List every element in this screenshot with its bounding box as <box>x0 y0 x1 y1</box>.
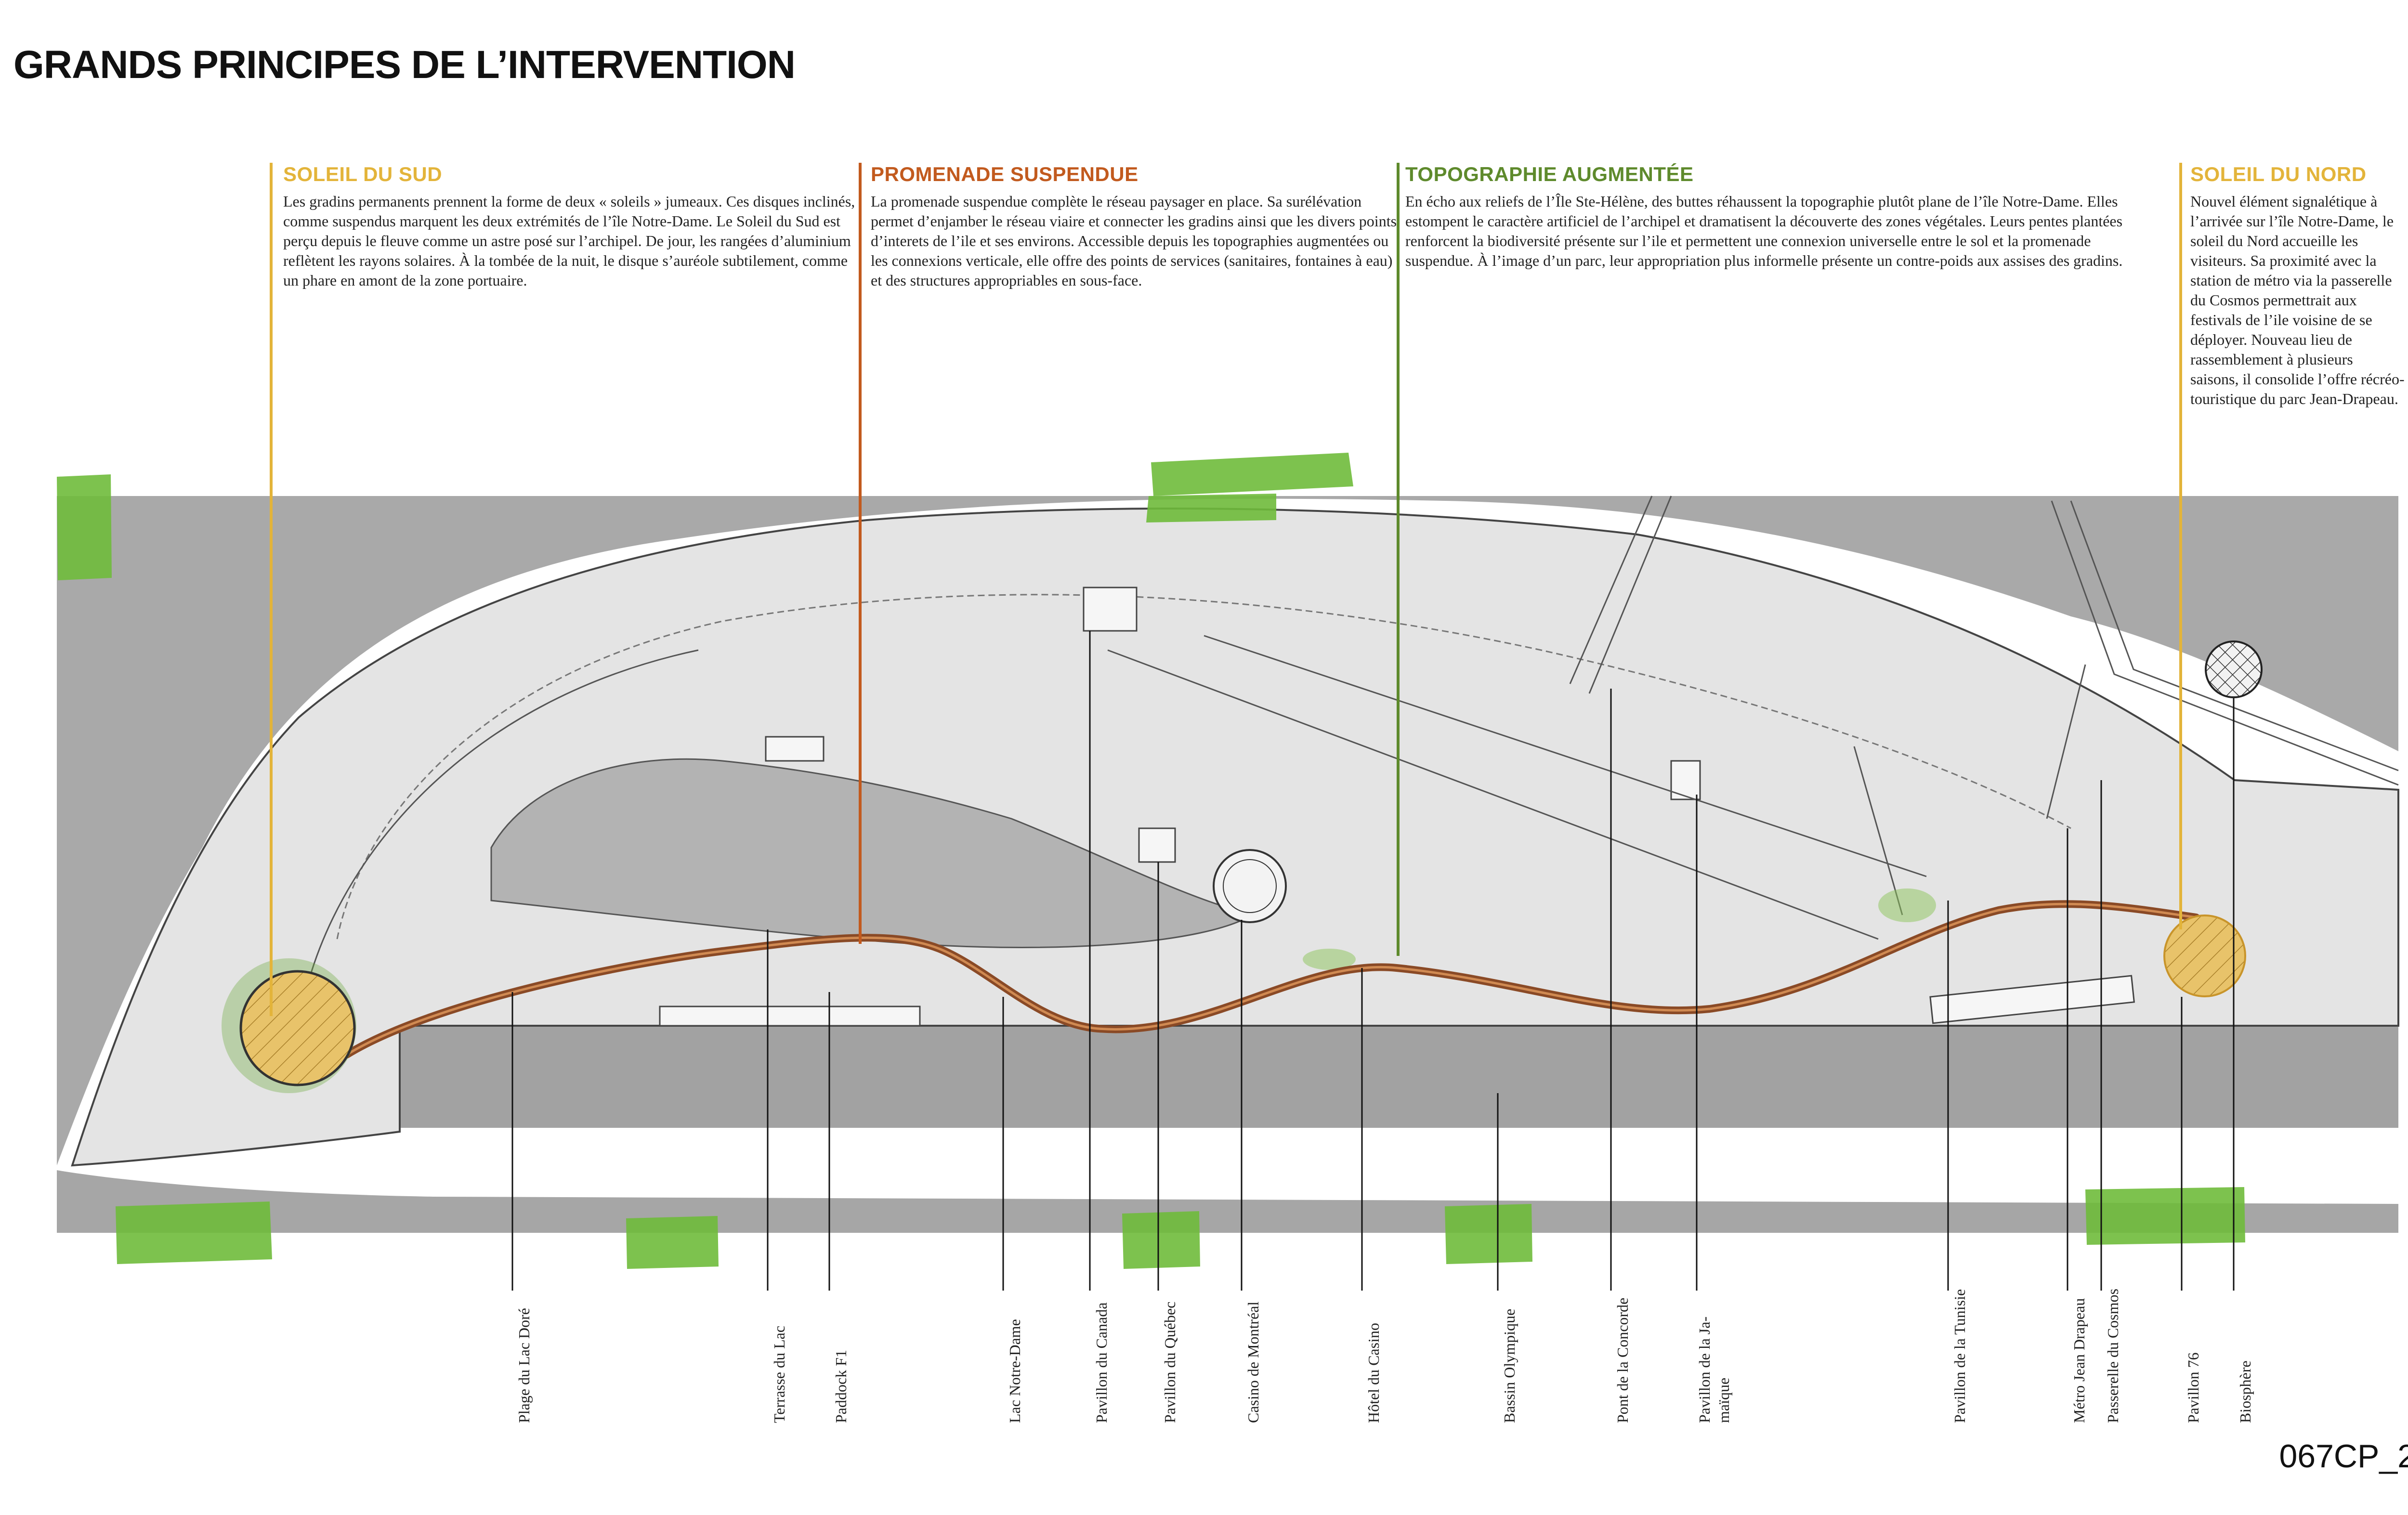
place-label-biosphere: Biosphère <box>2237 1360 2254 1423</box>
section-text-soleil-du-nord: Nouvel élément signalétique à l’arrivée … <box>2190 193 2405 407</box>
place-label-passerelle-du-cosmos: Passerelle du Cosmos <box>2104 1288 2121 1423</box>
section-heading-topographie-augmentee: TOPOGRAPHIE AUGMENTÉE <box>1405 163 1694 185</box>
page-title: GRANDS PRINCIPES DE L’INTERVENTION <box>13 43 796 87</box>
soleil-du-nord-disc <box>2163 914 2246 997</box>
section-heading-promenade-suspendue: PROMENADE SUSPENDUE <box>871 163 1139 185</box>
place-label-pavillon-de-la-jamaique-2: maïque <box>1715 1377 1732 1423</box>
soleil-du-sud-disc <box>239 970 356 1086</box>
place-label-paddock-f1: Paddock F1 <box>832 1350 850 1423</box>
place-label-hotel-du-casino: Hôtel du Casino <box>1365 1323 1382 1423</box>
place-label-metro-jean-drapeau: Métro Jean Drapeau <box>2070 1298 2088 1423</box>
place-label-lac-notre-dame: Lac Notre-Dame <box>1006 1319 1023 1423</box>
place-label-pavillon-de-la-tunisie: Pavillon de la Tunisie <box>1951 1289 1968 1423</box>
bassin-olympique-water <box>400 1026 2398 1128</box>
place-label-bassin-olympique: Bassin Olympique <box>1501 1308 1518 1423</box>
place-label-terrasse-du-lac: Terrasse du Lac <box>771 1325 788 1423</box>
place-label-pavillon-du-quebec: Pavillon du Québec <box>1161 1301 1178 1423</box>
place-label-pavillon-du-canada: Pavillon du Canada <box>1093 1302 1110 1423</box>
place-label-pont-de-la-concorde: Pont de la Concorde <box>1614 1297 1631 1423</box>
document-number: 067CP_2 <box>2279 1438 2408 1475</box>
place-leader-lines <box>511 631 2235 1291</box>
section-rules <box>270 163 2182 1016</box>
casino-circle <box>1213 849 1287 923</box>
tape-pieces <box>57 453 2245 1269</box>
place-label-pavillon-76: Pavillon 76 <box>2185 1352 2202 1423</box>
section-heading-soleil-du-nord: SOLEIL DU NORD <box>2190 163 2367 185</box>
section-text-soleil-du-sud: Les gradins permanents prennent la forme… <box>283 193 855 289</box>
place-label-plage-du-lac-dore: Plage du Lac Doré <box>515 1307 533 1423</box>
section-text-promenade-suspendue: La promenade suspendue complète le résea… <box>871 193 1397 289</box>
lac-notre-dame <box>490 758 1254 948</box>
biosphere-dome <box>2205 640 2263 698</box>
water-area <box>57 496 2398 1233</box>
place-label-pavillon-de-la-jamaique-1: Pavillon de la Ja- <box>1696 1316 1713 1423</box>
place-label-casino-de-montreal: Casino de Montréal <box>1244 1301 1262 1423</box>
section-text-topographie-augmentee: En écho aux reliefs de l’Île Ste-Hélène,… <box>1405 193 2123 269</box>
section-heading-soleil-du-sud: SOLEIL DU SUD <box>283 163 443 185</box>
